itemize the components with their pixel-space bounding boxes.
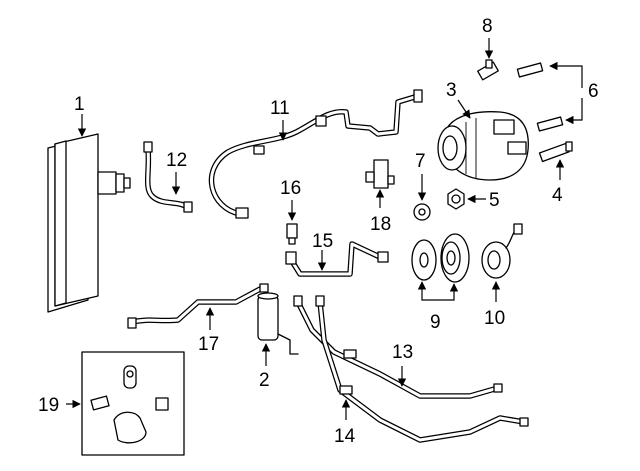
bracket[interactable] xyxy=(365,159,395,189)
condenser-hose[interactable] xyxy=(143,141,193,213)
callout-12: 12 xyxy=(166,150,187,171)
pulley[interactable] xyxy=(440,233,470,283)
stud-upper[interactable] xyxy=(516,62,544,78)
callout-9: 9 xyxy=(430,312,441,333)
receiver-drier[interactable] xyxy=(257,292,299,355)
callout-7: 7 xyxy=(415,151,426,172)
callout-11: 11 xyxy=(270,98,290,119)
nut[interactable] xyxy=(447,188,465,210)
clutch-plate[interactable] xyxy=(411,239,437,281)
callout-14: 14 xyxy=(334,426,356,447)
callout-1: 1 xyxy=(74,94,85,115)
seal-kit-box[interactable] xyxy=(81,351,185,456)
hose-assembly-13[interactable] xyxy=(293,295,503,399)
callout-3: 3 xyxy=(446,80,457,101)
callout-17: 17 xyxy=(198,334,219,355)
callout-15: 15 xyxy=(312,231,333,252)
callout-5: 5 xyxy=(489,190,500,211)
liquid-line[interactable] xyxy=(127,283,269,329)
suction-line[interactable] xyxy=(285,241,389,277)
callout-19: 19 xyxy=(38,395,59,416)
relief-valve[interactable] xyxy=(538,141,573,163)
callout-8: 8 xyxy=(482,16,493,37)
washer[interactable] xyxy=(413,203,431,221)
condenser[interactable] xyxy=(47,133,131,313)
callout-6: 6 xyxy=(588,81,599,102)
bolt[interactable] xyxy=(477,59,499,81)
callout-10: 10 xyxy=(484,308,505,329)
clutch-coil[interactable] xyxy=(481,223,523,279)
compressor[interactable] xyxy=(437,111,529,181)
callout-18: 18 xyxy=(370,214,391,235)
hose-assembly-14[interactable] xyxy=(315,295,529,443)
callout-4: 4 xyxy=(552,185,563,206)
callout-2: 2 xyxy=(259,370,270,391)
stud-lower[interactable] xyxy=(536,116,564,132)
pressure-switch[interactable] xyxy=(286,223,298,245)
callout-13: 13 xyxy=(392,342,413,363)
discharge-hose[interactable] xyxy=(208,89,423,219)
callout-16: 16 xyxy=(280,178,301,199)
